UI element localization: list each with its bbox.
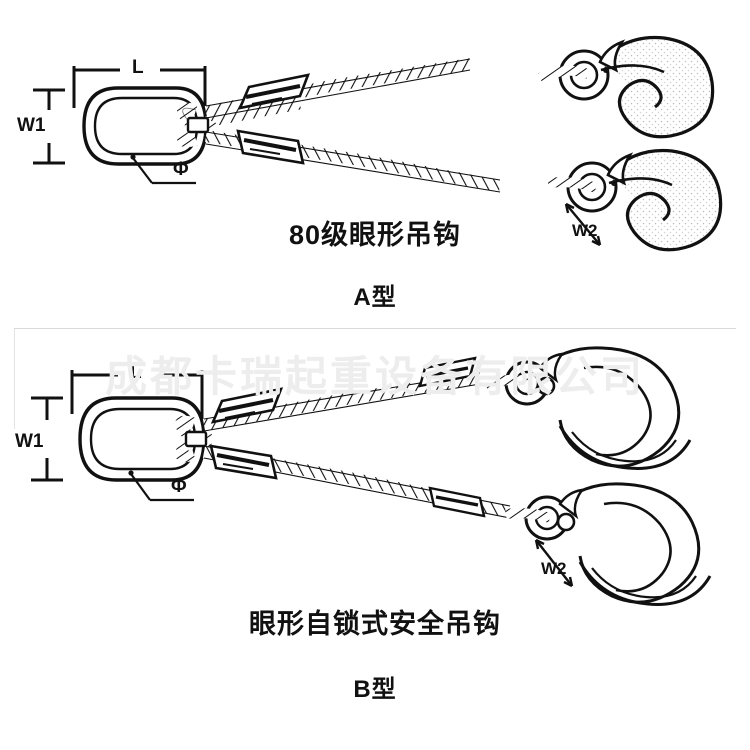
self-locking-hook-upper-b	[483, 346, 692, 470]
dimension-W1-b	[31, 396, 63, 482]
link-junction-b	[184, 430, 208, 448]
phi-leader-dot-b	[128, 470, 134, 476]
ferrule-lower-a	[236, 129, 305, 165]
eye-hook-lower-a	[547, 148, 723, 252]
ferrule-upper-b	[210, 387, 284, 424]
dimension-label-L-b: L	[130, 362, 142, 383]
panel-b-caption-sub: B型	[353, 676, 397, 703]
dimension-W1-a	[33, 88, 65, 165]
dimension-label-W2-a: W2	[572, 221, 598, 240]
ferrule-upper-a	[237, 73, 311, 110]
dimension-label-phi-b: Φ	[171, 476, 187, 497]
dimension-label-W1-b: W1	[15, 431, 44, 452]
panel-a-caption-main: 80级眼形吊钩	[288, 220, 462, 250]
panel-b-caption-main: 眼形自锁式安全吊钩	[249, 609, 501, 639]
dimension-phi-b	[130, 473, 194, 502]
link-junction-a	[186, 116, 210, 134]
dimension-L-b	[70, 370, 204, 424]
dimension-label-phi-a: Φ	[173, 159, 189, 180]
ferrule-lower-b	[209, 444, 278, 480]
panel-type-a: L W1 Φ W2 80级眼形吊钩 A型	[0, 0, 750, 328]
dimension-W2-b	[534, 538, 574, 588]
panel-a-drawing	[33, 35, 723, 252]
master-link-b	[78, 396, 206, 482]
self-locking-hook-lower-b	[505, 482, 712, 606]
dimension-label-W2-b: W2	[541, 559, 567, 578]
ferrule-upper-b-2	[418, 356, 477, 388]
ferrule-lower-b-2	[428, 486, 486, 518]
dimension-label-W1-a: W1	[17, 115, 46, 136]
panel-b-left-rule	[14, 329, 15, 429]
panel-b-drawing	[31, 346, 712, 606]
dimension-label-L-a: L	[132, 57, 144, 78]
rope-leg-upper-a	[177, 58, 471, 131]
dimension-phi-a	[132, 157, 196, 185]
dimension-W2-a	[564, 202, 602, 247]
panel-a-caption-sub: A型	[353, 284, 397, 311]
panel-type-b: L W1 Φ W2 眼形自锁式安全吊钩 B型	[0, 328, 750, 750]
phi-leader-dot-a	[130, 154, 136, 160]
eye-hook-upper-a	[537, 35, 715, 139]
rope-leg-lower-a	[177, 119, 502, 193]
panel-divider	[14, 328, 736, 329]
